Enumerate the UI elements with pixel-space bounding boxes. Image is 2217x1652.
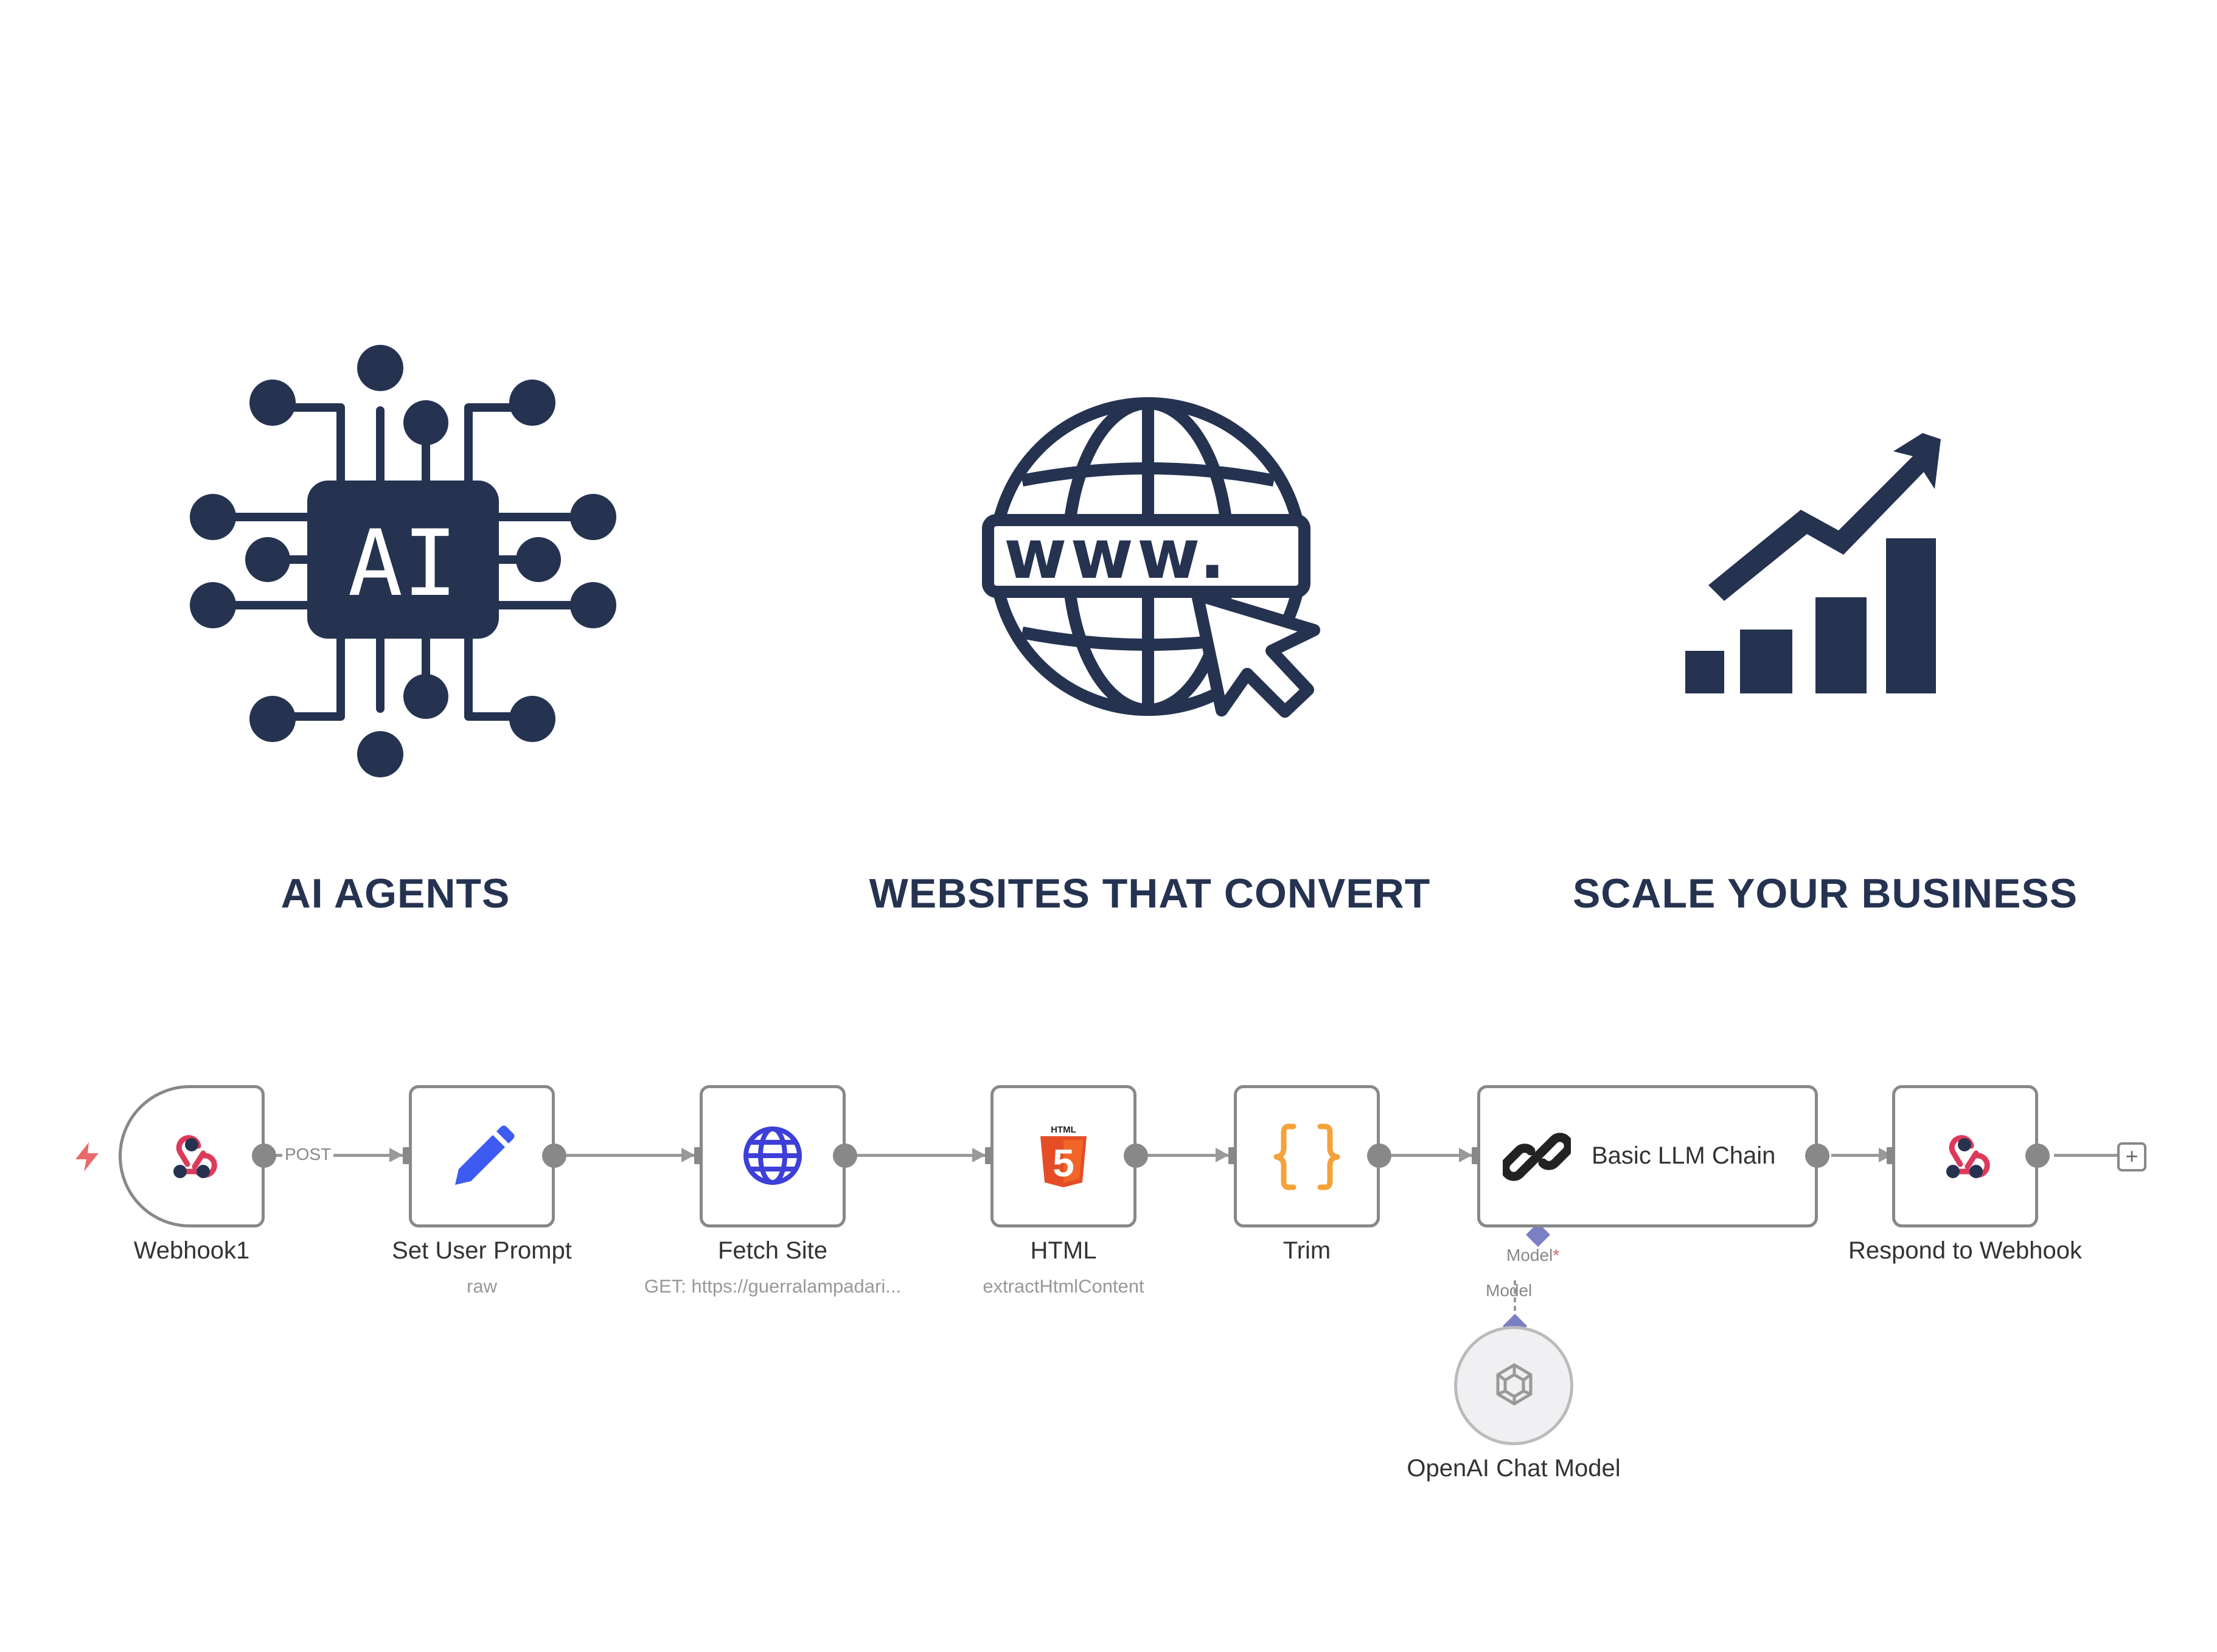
webhook-icon — [173, 1135, 217, 1178]
add-node-button[interactable]: + — [2117, 1142, 2146, 1171]
feature-title-ai-agents: AI AGENTS — [280, 870, 510, 917]
connector-webhook-setprompt — [275, 1154, 403, 1157]
globe-www-icon: www. — [982, 397, 1320, 718]
ai-chip-icon: AI — [190, 345, 616, 777]
connector-trim-llm — [1391, 1154, 1472, 1157]
output-handle-trim[interactable] — [1367, 1144, 1391, 1168]
trigger-bolt-icon — [75, 1142, 99, 1171]
chain-link-icon — [1503, 1133, 1571, 1181]
node-sub-html: extractHtmlContent — [983, 1275, 1144, 1297]
openai-icon — [1496, 1363, 1533, 1406]
curly-braces-icon — [1273, 1123, 1340, 1190]
pencil-icon — [455, 1125, 515, 1185]
node-sub-set-user-prompt: raw — [467, 1275, 497, 1297]
www-text: www. — [1004, 515, 1229, 594]
edge-label-post: POST — [282, 1145, 334, 1164]
output-handle-set-user-prompt[interactable] — [542, 1144, 566, 1168]
input-pin-respond[interactable] — [1887, 1147, 1893, 1164]
node-title-basic-llm-chain: Basic LLM Chain — [1592, 1142, 1776, 1169]
node-webhook1[interactable] — [119, 1085, 265, 1227]
feature-title-websites: WEBSITES THAT CONVERT — [869, 870, 1431, 917]
node-label-html: HTML — [1030, 1237, 1097, 1264]
input-pin-fetch-site[interactable] — [694, 1147, 701, 1164]
growth-chart-icon — [1685, 433, 1941, 693]
connector-setprompt-fetch — [566, 1154, 695, 1157]
input-pin-html[interactable] — [985, 1147, 992, 1164]
input-pin-trim[interactable] — [1228, 1147, 1235, 1164]
output-handle-respond[interactable] — [2025, 1144, 2050, 1168]
chip-text: AI — [348, 511, 458, 617]
node-label-webhook1: Webhook1 — [133, 1237, 250, 1264]
connector-fetch-html — [857, 1154, 986, 1157]
html5-badge-text: HTML — [1051, 1125, 1076, 1135]
model-port-label-text: Model — [1506, 1246, 1553, 1265]
model-link-label: Model — [1486, 1281, 1533, 1300]
node-label-openai-chat-model: OpenAI Chat Model — [1407, 1455, 1621, 1482]
globe-icon — [743, 1126, 802, 1185]
model-port-required: * — [1553, 1246, 1560, 1265]
output-handle-fetch-site[interactable] — [833, 1144, 857, 1168]
connector-html-trim — [1148, 1154, 1229, 1157]
node-label-fetch-site: Fetch Site — [717, 1237, 828, 1264]
model-port-label: Model* — [1506, 1246, 1559, 1265]
connector-respond-plus — [2054, 1154, 2117, 1157]
node-label-set-user-prompt: Set User Prompt — [392, 1237, 572, 1264]
html5-digit: 5 — [1053, 1141, 1074, 1185]
output-handle-html[interactable] — [1124, 1144, 1148, 1168]
input-pin-llm-chain[interactable] — [1472, 1147, 1478, 1164]
html5-icon: HTML 5 — [1040, 1125, 1087, 1187]
node-label-respond-to-webhook: Respond to Webhook — [1848, 1237, 2082, 1264]
node-sub-fetch-site: GET: https://guerralampadari... — [644, 1275, 902, 1297]
plus-icon: + — [2125, 1144, 2139, 1168]
node-label-trim: Trim — [1283, 1237, 1331, 1264]
feature-title-scale: SCALE YOUR BUSINESS — [1572, 870, 2078, 917]
webhook-icon — [1946, 1135, 1990, 1178]
connector-llm-respond — [1831, 1154, 1892, 1157]
input-pin-set-user-prompt[interactable] — [403, 1147, 409, 1164]
output-handle-webhook1[interactable] — [252, 1144, 276, 1168]
output-handle-llm-chain[interactable] — [1805, 1144, 1829, 1168]
node-openai-chat-model[interactable] — [1454, 1326, 1573, 1445]
